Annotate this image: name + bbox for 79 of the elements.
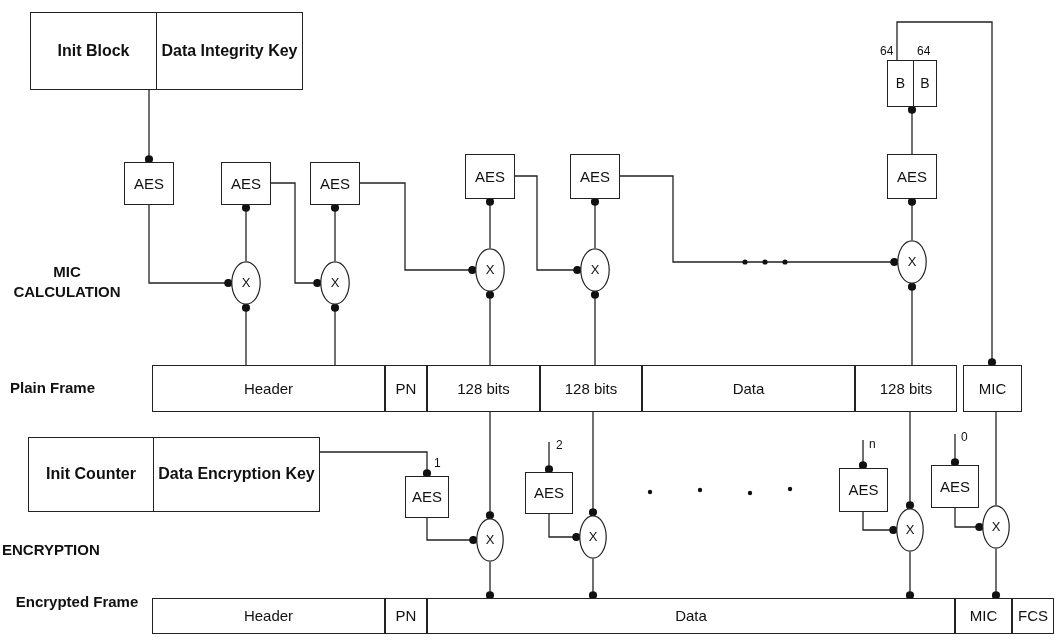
connector-line: [907, 105, 917, 155]
frame-field: 128 bits: [855, 365, 957, 412]
operator-circle: X: [476, 518, 504, 562]
operator-circle: X: [580, 248, 610, 292]
connector-line: [588, 411, 598, 517]
connector-line: [896, 21, 997, 367]
counter-index: 1: [434, 456, 441, 470]
counter-index: 0: [961, 430, 968, 444]
connector-line: [330, 303, 340, 366]
box-half-label: Init Counter: [45, 464, 137, 485]
connector-line: [991, 548, 1001, 600]
connector-line: [485, 290, 495, 366]
block-pair: [887, 60, 937, 107]
aes-block: AES: [839, 468, 888, 512]
aes-block: AES: [465, 154, 515, 199]
section-label: MIC CALCULATION: [12, 262, 122, 303]
connector-line: [862, 511, 898, 535]
aes-block: AES: [221, 162, 271, 205]
key-box: [28, 437, 320, 512]
connector-line: [950, 433, 960, 467]
connector-line: [590, 290, 600, 366]
frame-field: PN: [385, 365, 427, 412]
aes-block: AES: [525, 472, 573, 514]
bit-width-label: 64: [880, 44, 894, 58]
connector-line: [426, 517, 478, 545]
connector-line: [241, 303, 251, 366]
frame-field: 128 bits: [427, 365, 540, 412]
box-half-label: Init Block: [56, 40, 131, 61]
connector-line: [485, 197, 495, 249]
operator-circle: X: [231, 261, 261, 305]
aes-block: AES: [310, 162, 360, 205]
connector-line: [548, 513, 581, 542]
connector-line: [995, 411, 997, 506]
connector-line: [330, 203, 340, 262]
bit-width-label: 64: [917, 44, 931, 58]
connector-line: [588, 558, 598, 600]
frame-field: Header: [152, 365, 385, 412]
frame-field: Data: [642, 365, 855, 412]
frame-field: FCS: [1012, 598, 1054, 634]
box-half-label: B: [913, 61, 936, 106]
frame-field: MIC: [963, 365, 1022, 412]
connector-line: [858, 439, 868, 470]
section-label: Plain Frame: [10, 378, 96, 398]
frame-field: 128 bits: [540, 365, 642, 412]
operator-circle: X: [320, 261, 350, 305]
connector-line: [144, 89, 154, 164]
connector-line: [485, 411, 495, 520]
counter-index: n: [869, 437, 876, 451]
connector-line: [907, 197, 917, 241]
section-label: Encrypted Frame: [14, 592, 140, 612]
aes-block: AES: [931, 465, 979, 508]
box-half-label: B: [894, 74, 907, 94]
frame-field: MIC: [955, 598, 1012, 634]
counter-index: 2: [556, 438, 563, 452]
frame-field: Header: [152, 598, 385, 634]
box-half-label: Data Integrity Key: [156, 13, 302, 89]
connector-line: [905, 411, 915, 510]
connector-line: [590, 197, 600, 249]
operator-circle: X: [896, 508, 924, 552]
key-box: [30, 12, 303, 90]
operator-circle: X: [897, 240, 927, 284]
operator-circle: X: [475, 248, 505, 292]
frame-field: Data: [427, 598, 955, 634]
connector-line: [544, 441, 554, 474]
operator-circle: X: [579, 515, 607, 559]
connector-line: [241, 203, 251, 262]
box-half-label: Data Encryption Key: [153, 438, 319, 511]
frame-field: PN: [385, 598, 427, 634]
connector-line: [905, 551, 915, 600]
aes-block: AES: [405, 476, 449, 518]
aes-block: AES: [887, 154, 937, 199]
section-label: ENCRYPTION: [2, 540, 100, 560]
operator-circle: X: [982, 505, 1010, 549]
connector-line: [485, 561, 495, 600]
aes-block: AES: [124, 162, 174, 205]
aes-block: AES: [570, 154, 620, 199]
connector-line: [319, 451, 432, 478]
connector-line: [954, 507, 984, 532]
connector-line: [907, 282, 917, 366]
